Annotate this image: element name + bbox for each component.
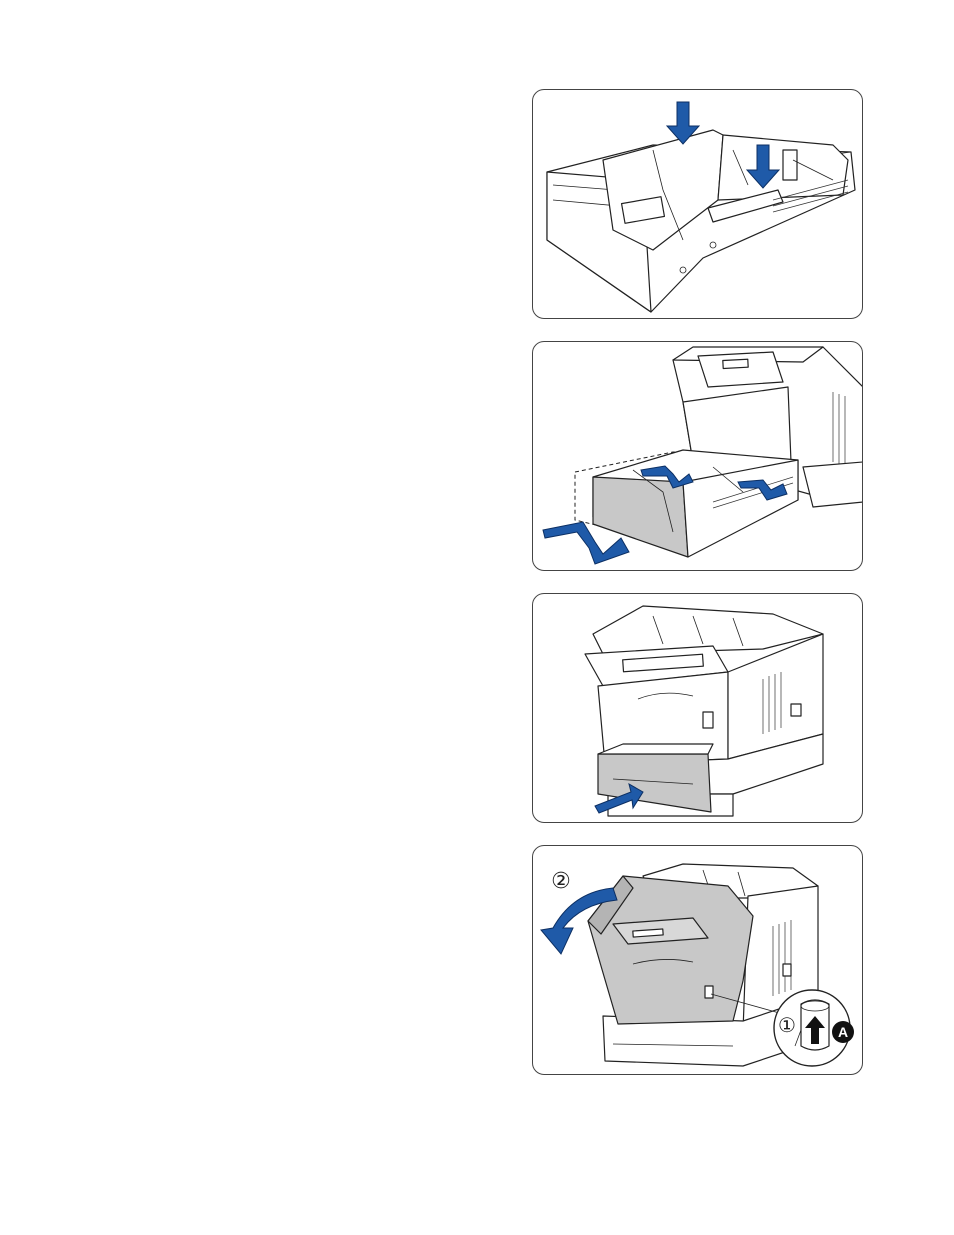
step-one-label: ① (778, 1013, 796, 1037)
figure-push-tray-in (532, 593, 863, 823)
printer-icon (533, 342, 863, 571)
figure-open-front-cover: ② ① A (532, 845, 863, 1075)
figure-insert-tray-printer (532, 341, 863, 571)
printer-icon: ② ① A (533, 846, 863, 1075)
figure-press-down-plate (532, 89, 863, 319)
label-a: A (838, 1024, 848, 1040)
printer-icon (533, 594, 863, 823)
step-two-label: ② (551, 869, 571, 894)
paper-tray-icon (533, 90, 863, 319)
